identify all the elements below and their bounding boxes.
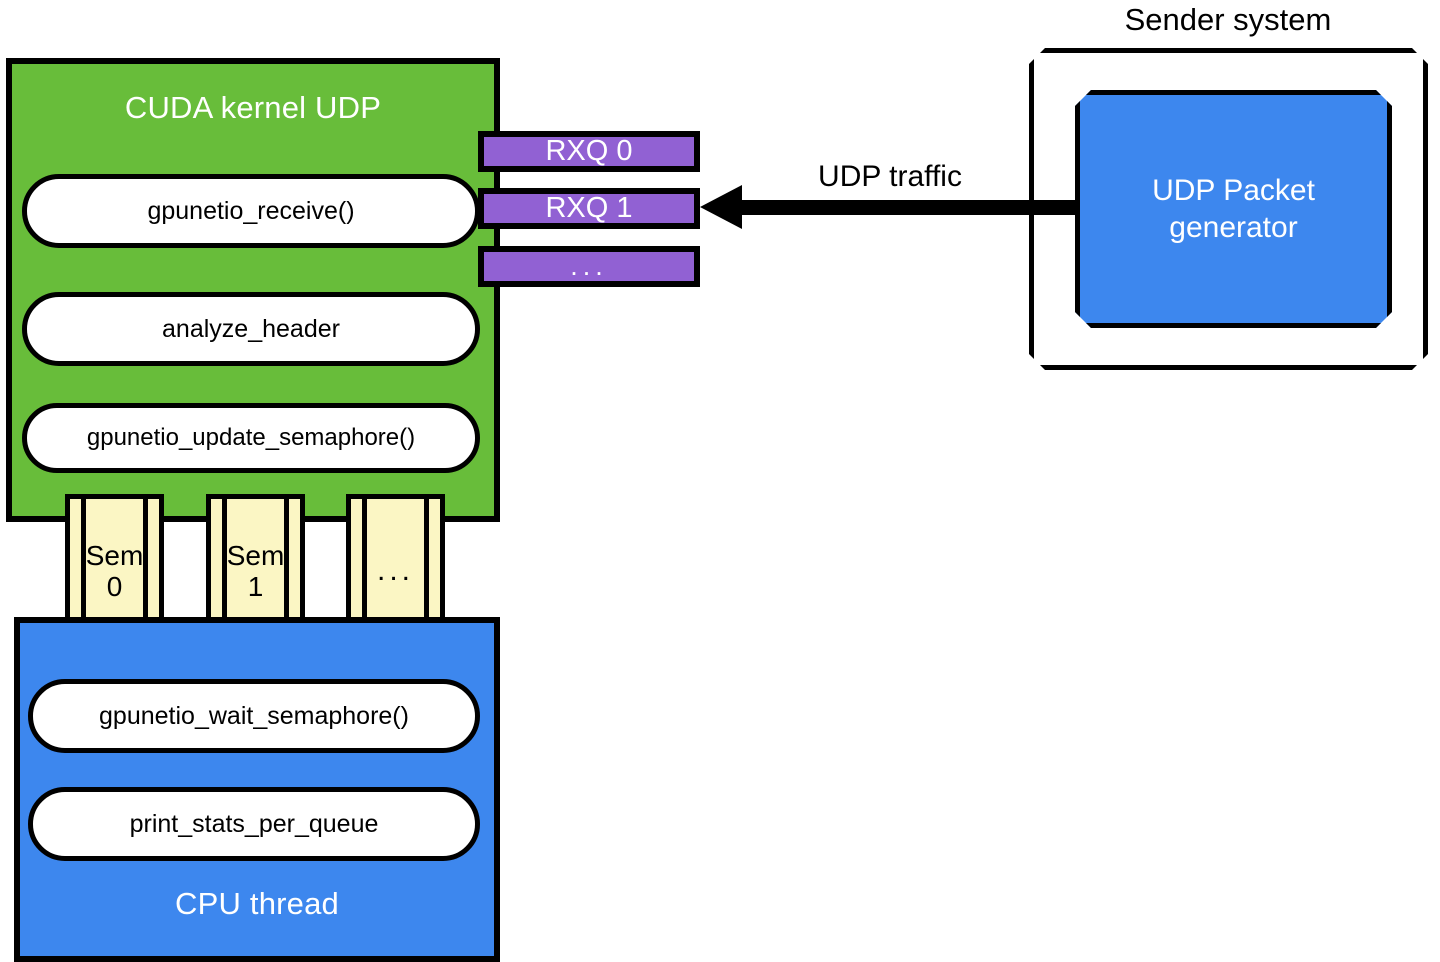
rxq-0[interactable]: RXQ 0 [478, 131, 700, 172]
rxq-0-label: RXQ 0 [545, 135, 633, 167]
rxq-1[interactable]: RXQ 1 [478, 188, 700, 229]
semaphore-1-label: Sem 1 [226, 539, 285, 602]
semaphore-0-label: Sem 0 [85, 539, 144, 602]
node-print-stats-per-queue[interactable]: print_stats_per_queue [28, 787, 480, 861]
sender-system-title: Sender system [1124, 2, 1332, 37]
rxq-more-label: ... [570, 251, 608, 282]
udp-packet-generator-box[interactable]: UDP Packet generator [1075, 90, 1392, 328]
node-print-stats-per-queue-label: print_stats_per_queue [129, 809, 379, 838]
node-gpunetio-wait-semaphore-label: gpunetio_wait_semaphore() [99, 701, 409, 730]
node-gpunetio-update-semaphore[interactable]: gpunetio_update_semaphore() [22, 403, 480, 473]
node-analyze-header-label: analyze_header [162, 314, 340, 343]
node-gpunetio-receive-label: gpunetio_receive() [147, 196, 355, 225]
udp-traffic-arrow-head-icon [700, 185, 742, 229]
node-gpunetio-update-semaphore-label: gpunetio_update_semaphore() [86, 424, 416, 451]
node-gpunetio-receive[interactable]: gpunetio_receive() [22, 174, 480, 248]
node-analyze-header[interactable]: analyze_header [22, 292, 480, 366]
rxq-1-label: RXQ 1 [545, 192, 633, 224]
cuda-kernel-panel-title: CUDA kernel UDP [124, 90, 382, 125]
cpu-thread-panel-title: CPU thread [175, 886, 339, 921]
udp-packet-generator-label: UDP Packet generator [1152, 173, 1315, 244]
udp-traffic-label: UDP traffic [818, 160, 962, 193]
node-gpunetio-wait-semaphore[interactable]: gpunetio_wait_semaphore() [28, 679, 480, 753]
semaphore-more-label: ... [376, 554, 414, 588]
rxq-more[interactable]: ... [478, 246, 700, 287]
udp-traffic-arrow-shaft [737, 200, 1075, 215]
